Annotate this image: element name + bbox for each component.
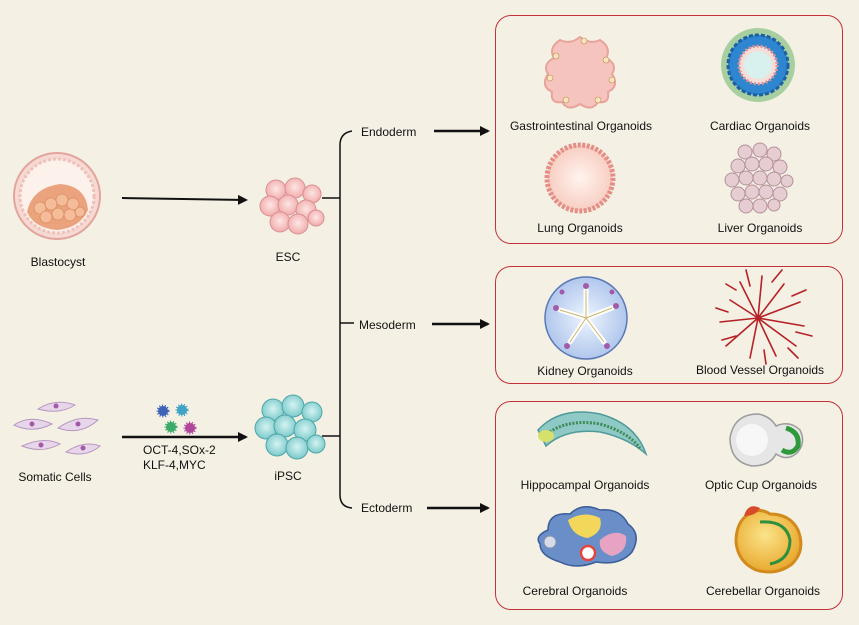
blastocyst-label: Blastocyst <box>30 255 86 269</box>
mesoderm-organoids-box <box>495 266 843 384</box>
esc-label: ESC <box>275 250 301 264</box>
liver-organoid-icon <box>724 142 794 214</box>
cerebral-organoids-label: Cerebral Organoids <box>522 584 628 598</box>
ipsc-cell-cluster-icon <box>254 394 326 460</box>
gastrointestinal-organoid-icon <box>543 35 617 109</box>
hippocampal-organoids-label: Hippocampal Organoids <box>520 478 650 492</box>
somatic-cells-label: Somatic Cells <box>18 470 92 484</box>
blastocyst-icon <box>13 152 101 240</box>
ectoderm-label: Ectoderm <box>361 501 413 515</box>
lung-organoid-icon <box>544 142 616 214</box>
kidney-organoids-label: Kidney Organoids <box>537 364 633 378</box>
germ-layer-bracket <box>322 130 354 509</box>
factors-label-line2: KLF-4,MYC <box>143 458 206 472</box>
hippocampal-organoid-icon <box>537 411 648 457</box>
endoderm-label: Endoderm <box>361 125 417 139</box>
ipsc-label: iPSC <box>274 469 302 483</box>
cardiac-organoid-icon <box>721 28 795 102</box>
cerebral-organoid-icon <box>537 506 637 567</box>
cerebellar-organoid-icon <box>734 506 803 574</box>
reprogramming-factors-icon <box>156 403 197 435</box>
factors-label-line1: OCT-4,SOx-2 <box>143 443 216 457</box>
cardiac-organoids-label: Cardiac Organoids <box>709 119 811 133</box>
lung-organoids-label: Lung Organoids <box>537 221 623 235</box>
arrow-blastocyst-to-esc <box>121 194 248 205</box>
blood-vessel-organoids-label: Blood Vessel Organoids <box>695 363 825 377</box>
cerebellar-organoids-label: Cerebellar Organoids <box>705 584 821 598</box>
somatic-cells-icon <box>13 401 101 455</box>
optic-cup-organoids-label: Optic Cup Organoids <box>704 478 818 492</box>
liver-organoids-label: Liver Organoids <box>717 221 803 235</box>
kidney-organoid-icon <box>544 276 628 360</box>
endoderm-organoids-box <box>495 15 843 244</box>
esc-cell-cluster-icon <box>259 177 325 235</box>
optic-cup-organoid-icon <box>729 413 804 467</box>
gastrointestinal-organoids-label: Gastrointestinal Organoids <box>509 119 653 133</box>
blood-vessel-organoid-icon <box>715 269 813 365</box>
ectoderm-organoids-box <box>495 401 843 610</box>
mesoderm-label: Mesoderm <box>359 318 416 332</box>
